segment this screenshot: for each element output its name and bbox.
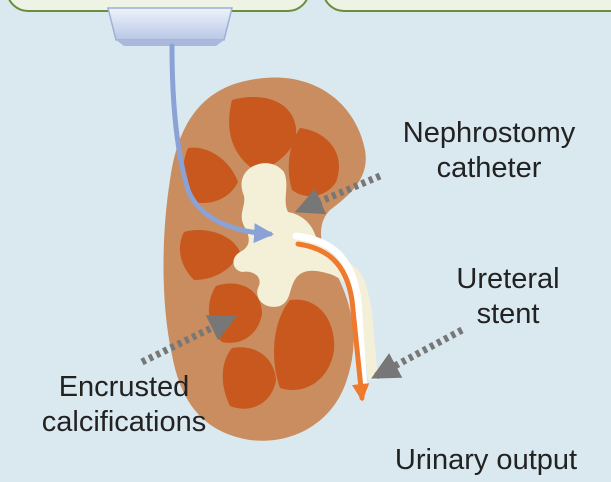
stent-pointer — [376, 330, 462, 376]
urinary-output-label: Urinary output — [368, 443, 604, 478]
encrusted-calcifications-label: Encrusted calcifications — [14, 370, 234, 440]
catheter-connector — [108, 8, 232, 46]
ureteral-stent-label: Ureteral stent — [428, 262, 588, 332]
nephrostomy-catheter-label: Nephrostomy catheter — [371, 116, 607, 186]
